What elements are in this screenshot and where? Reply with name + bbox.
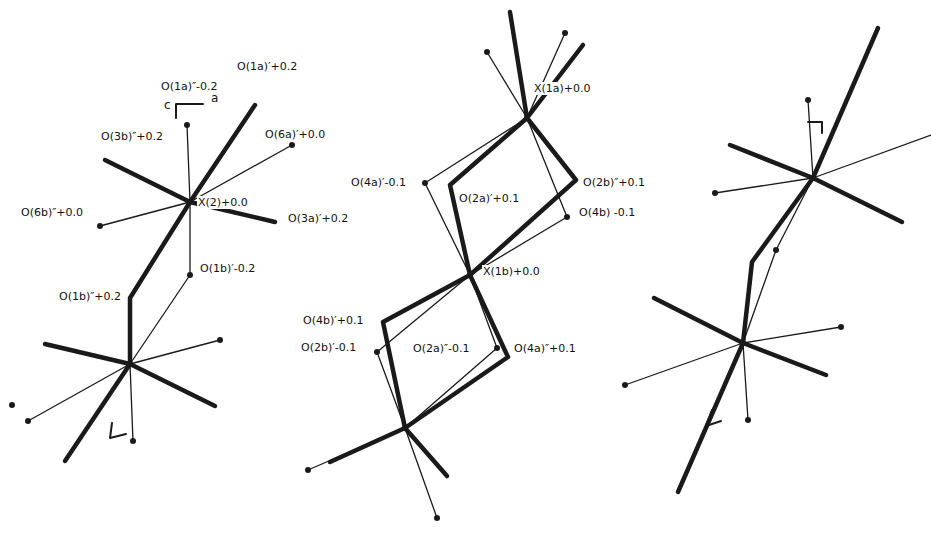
axis-label: c	[163, 99, 172, 112]
atom-label: O(2b)″+0.1	[582, 176, 646, 189]
atom-label: O(1a)″-0.2	[160, 80, 219, 93]
atom-label: O(2a)′+0.1	[458, 192, 520, 205]
atom-label: X(2)+0.0	[197, 196, 249, 209]
atom-label: O(4a)′-0.1	[350, 176, 407, 189]
atom-label: X(1b)+0.0	[482, 265, 541, 278]
atom-label: O(1a)′+0.2	[236, 60, 298, 73]
atom-label: O(3b)″+0.2	[100, 130, 164, 143]
atom-label: O(4b) -0.1	[578, 206, 636, 219]
atom-label: O(2a)″-0.1	[412, 342, 471, 355]
atom-label: O(1b)′-0.2	[199, 262, 256, 275]
axis-label: a	[210, 92, 219, 105]
atom-label: O(4a)″+0.1	[513, 342, 577, 355]
atom-label: O(6b)″+0.0	[20, 206, 84, 219]
atom-label: X(1a)+0.0	[533, 82, 592, 95]
atom-label: O(2b)′-0.1	[300, 341, 357, 354]
atom-label: O(6a)′+0.0	[264, 128, 326, 141]
atom-label: O(4b)′+0.1	[302, 314, 364, 327]
atom-label: O(1b)″+0.2	[58, 290, 122, 303]
atom-label: O(3a)′+0.2	[287, 212, 349, 225]
